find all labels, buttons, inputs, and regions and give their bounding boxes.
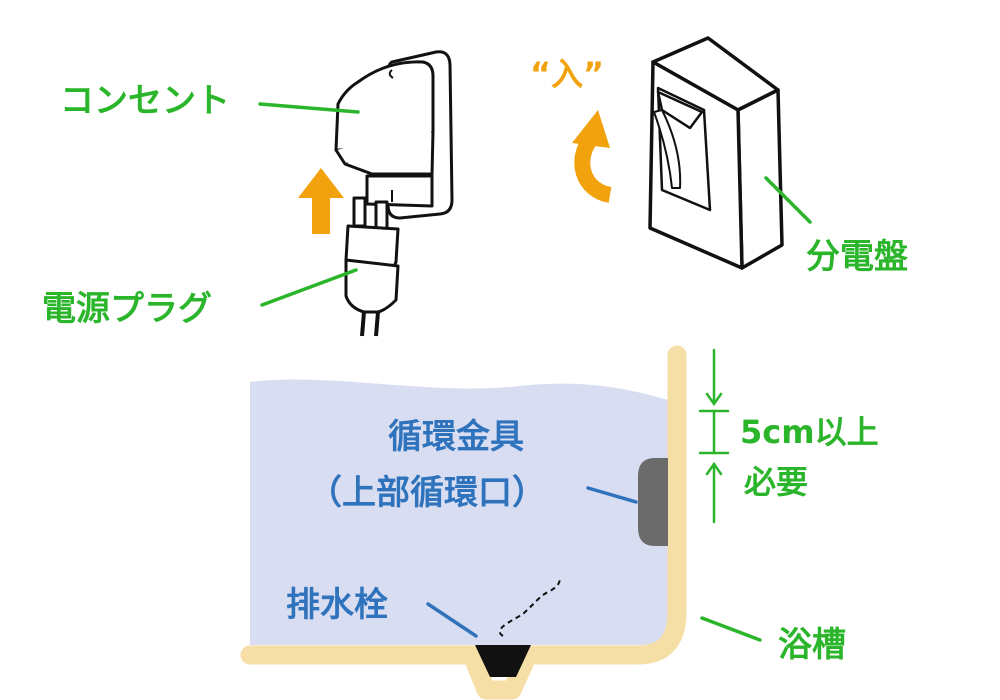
leader-bathtub [700, 616, 762, 642]
bath-water [250, 379, 668, 645]
breaker-box-icon [648, 36, 784, 270]
circulation-fitting-icon [638, 458, 668, 546]
circulation-fitting-sublabel: （上部循環口） [308, 473, 546, 513]
arrow-up-icon [298, 168, 344, 234]
clearance-required-label: 必要 [744, 463, 809, 501]
bathtub-wall [240, 345, 687, 700]
switch-on-label: “入” [530, 55, 605, 93]
clearance-dimension [698, 348, 730, 524]
clearance-value-label: 5cm以上 [740, 413, 879, 451]
leader-plug [260, 268, 358, 307]
leader-fitting [586, 486, 638, 504]
outlet-label: コンセント [60, 81, 230, 121]
power-plug-label: 電源プラグ [42, 289, 212, 329]
power-plug-icon [344, 196, 400, 337]
breaker-box-label: 分電盤 [806, 237, 908, 277]
curved-arrow-icon [572, 110, 613, 203]
bathtub-cross-section [240, 345, 687, 700]
wall-outlet-icon [334, 50, 454, 220]
leader-breaker [764, 176, 812, 224]
leader-lines [258, 102, 812, 642]
circulation-fitting-label: 循環金具 [388, 417, 524, 457]
leader-outlet [258, 102, 360, 114]
leader-drain [426, 602, 478, 638]
drain-plug-icon [475, 577, 561, 677]
drain-plug-label: 排水栓 [286, 585, 388, 625]
bathtub-label: 浴槽 [778, 625, 846, 665]
